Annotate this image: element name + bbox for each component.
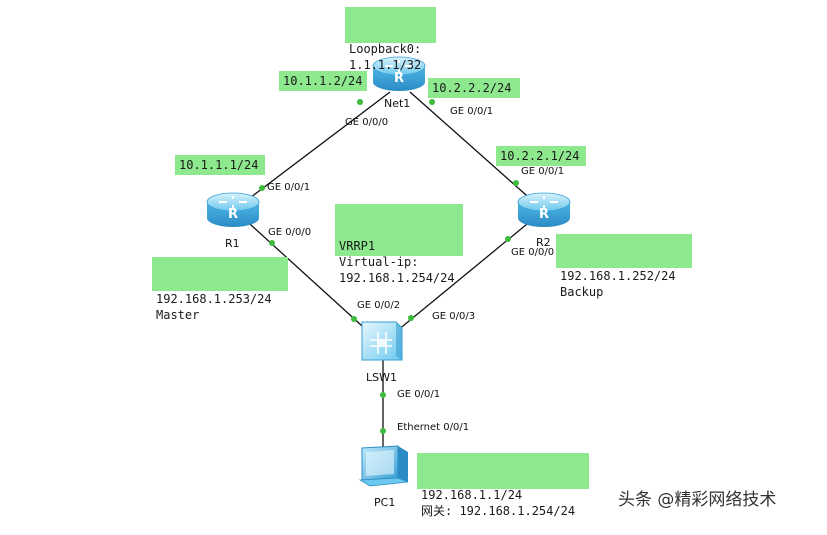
note-loopback: Loopback0: 1.1.1.1/32 (345, 7, 436, 72)
svg-text:R: R (539, 207, 549, 222)
router-icon[interactable]: R (517, 192, 571, 227)
link-r2-lsw1 (391, 214, 539, 336)
device-label-r2: R2 (536, 236, 551, 249)
port-label-r1-g000: GE 0/0/0 (268, 227, 312, 238)
topology-canvas: R R R (206, 56, 571, 487)
port-label-r2-g001: GE 0/0/1 (521, 166, 565, 177)
port-label-net1-g001: GE 0/0/1 (450, 106, 494, 117)
link-net1-r2 (409, 91, 544, 211)
link-r1-lsw1 (239, 214, 373, 336)
port-dot-r2-g001 (513, 180, 519, 186)
note-r1-lan-line2: Master (156, 308, 200, 322)
note-r1-g1-ip: 10.1.1.1/24 (175, 155, 265, 175)
port-label-lsw-g002: GE 0/0/2 (357, 300, 401, 311)
note-pc: 192.168.1.1/24 网关: 192.168.1.254/24 (417, 453, 589, 518)
port-label-lsw-g003: GE 0/0/3 (432, 311, 476, 322)
note-r2-lan-line2: Backup (560, 285, 604, 299)
port-label-pc-eth: Ethernet 0/0/1 (397, 422, 470, 433)
watermark-text: 头条 @精彩网络技术 (618, 490, 777, 510)
port-dot-lsw-g001 (380, 392, 386, 398)
note-vrrp-line1: VRRP1 (339, 239, 376, 253)
port-dot-r2-g000 (505, 236, 511, 242)
note-vrrp-line3: 192.168.1.254/24 (339, 271, 455, 285)
port-dot-lsw-g003 (408, 315, 414, 321)
note-pc-line1: 192.168.1.1/24 (421, 488, 523, 502)
router-icon[interactable]: R (206, 192, 260, 227)
device-label-r1: R1 (225, 237, 240, 250)
port-dot-net1-g001 (429, 99, 435, 105)
svg-text:R: R (228, 207, 238, 222)
port-dot-r1-g000 (269, 240, 275, 246)
port-label-net1-g000: GE 0/0/0 (345, 117, 389, 128)
router-icon[interactable]: R (372, 56, 426, 91)
note-pc-line2: 网关: 192.168.1.254/24 (421, 504, 576, 518)
note-vrrp-line2: Virtual-ip: (339, 255, 419, 269)
pc-icon[interactable] (358, 445, 409, 487)
link-net1-r1 (233, 91, 391, 211)
port-label-lsw-g001: GE 0/0/1 (397, 389, 441, 400)
note-loopback-line2: 1.1.1.1/32 (349, 58, 422, 72)
port-label-r1-g001: GE 0/0/1 (267, 182, 311, 193)
device-label-pc1: PC1 (374, 496, 396, 509)
device-label-lsw1: LSW1 (366, 371, 397, 384)
note-r2-g1-ip: 10.2.2.1/24 (496, 146, 586, 166)
note-r1-lan-line1: 192.168.1.253/24 (156, 292, 272, 306)
note-net1-g0-ip: 10.1.1.2/24 (279, 71, 367, 91)
port-dot-net1-g000 (357, 99, 363, 105)
port-label-r2-g000: GE 0/0/0 (511, 247, 555, 258)
device-label-net1: Net1 (384, 97, 411, 110)
svg-text:R: R (394, 71, 404, 86)
note-loopback-line1: Loopback0: (349, 42, 422, 56)
note-r2-lan-line1: 192.168.1.252/24 (560, 269, 676, 283)
port-dot-pc-eth (380, 428, 386, 434)
port-dot-r1-g001 (259, 185, 265, 191)
note-net1-g1-ip: 10.2.2.2/24 (428, 78, 520, 98)
switch-icon[interactable] (361, 321, 403, 361)
port-dot-lsw-g002 (351, 316, 357, 322)
